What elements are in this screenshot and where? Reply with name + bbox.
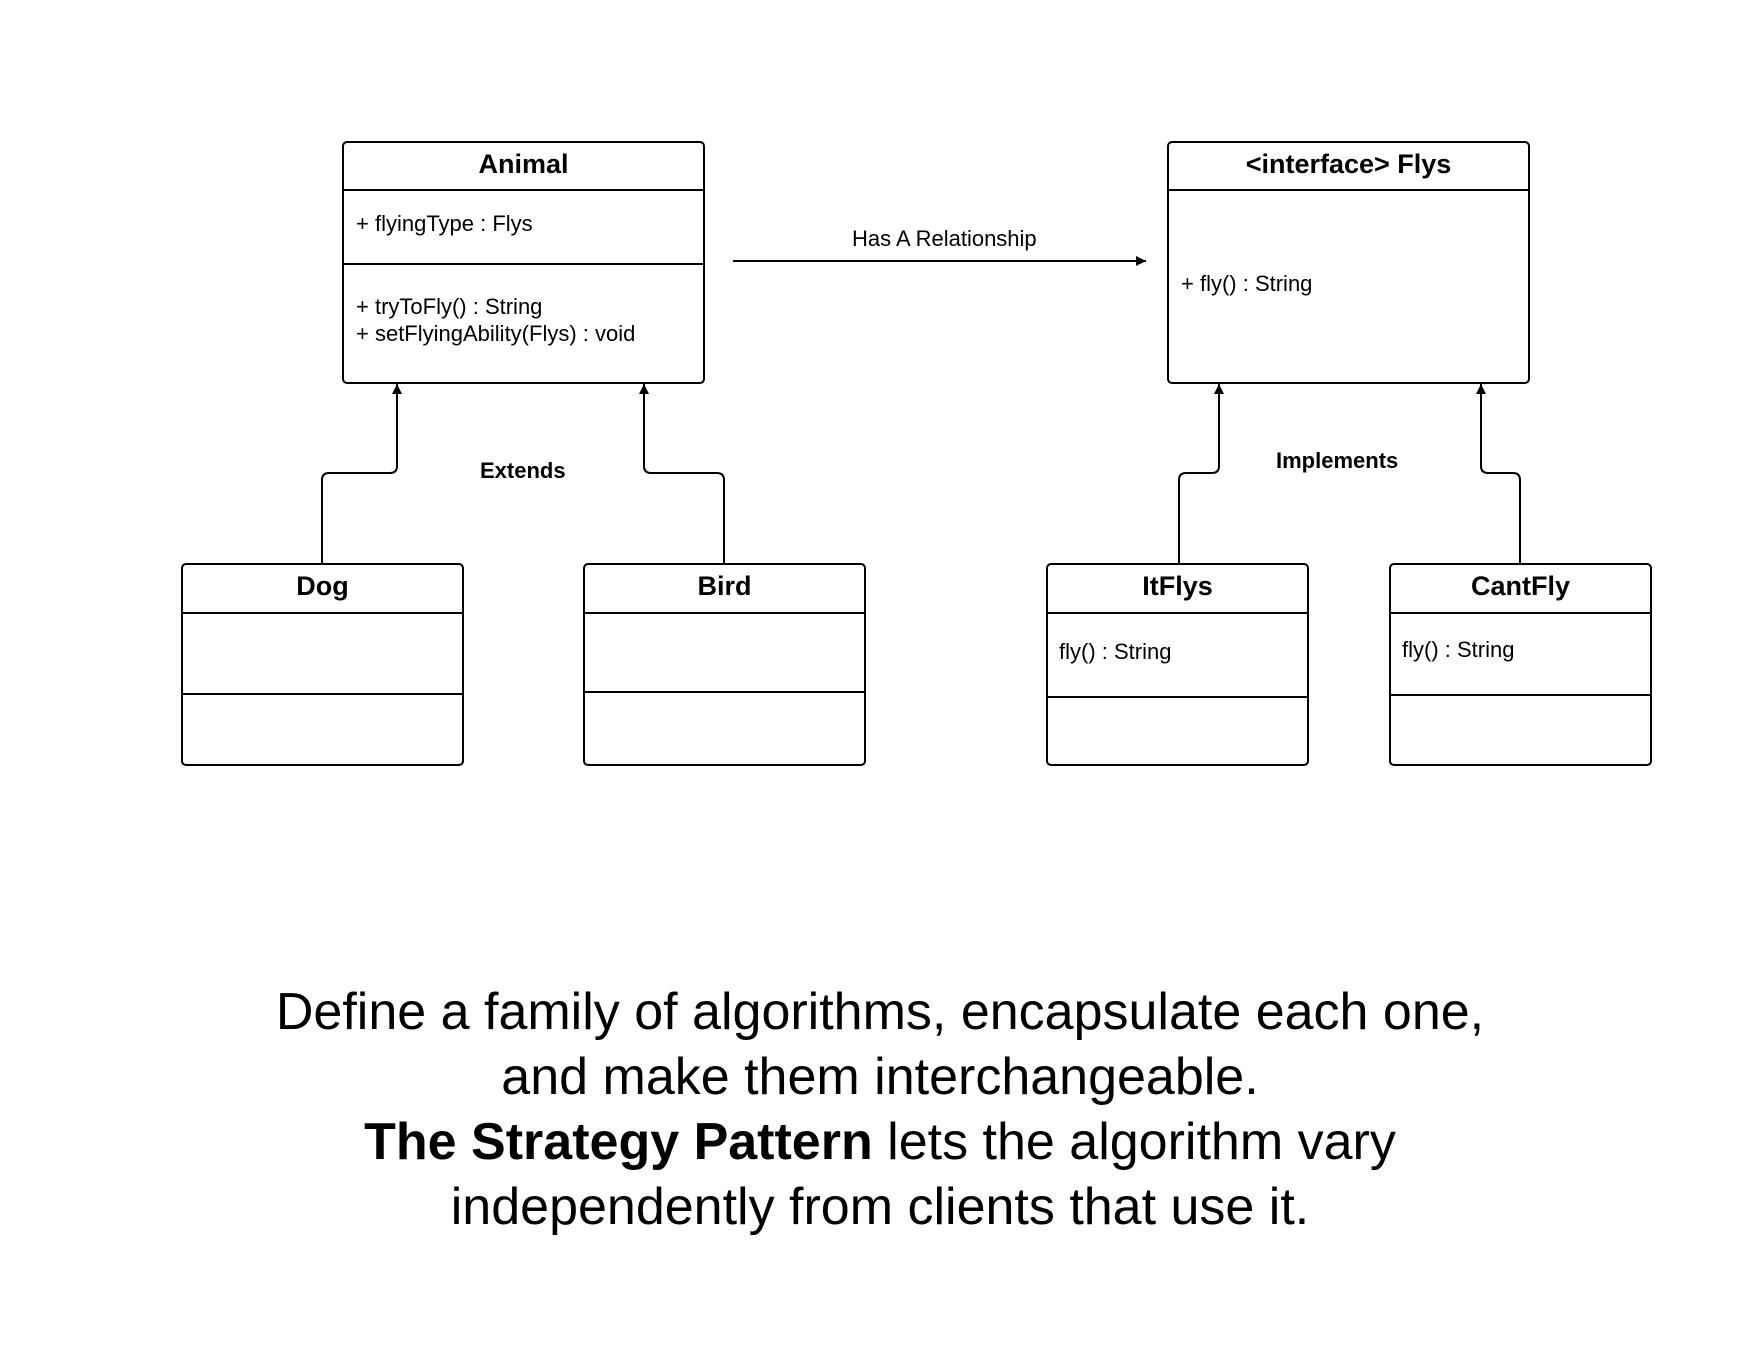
cantfly-class-name: CantFly: [1391, 565, 1650, 614]
dog-extends-arrow: [321, 384, 402, 563]
itflys-class-name: ItFlys: [1048, 565, 1307, 614]
itflys-class-box: ItFlys fly() : String: [1046, 563, 1309, 766]
implements-label: Implements: [1276, 448, 1399, 473]
cantfly-methods: [1391, 696, 1650, 764]
caption-pattern-name: The Strategy Pattern: [364, 1113, 873, 1171]
cantfly-class-box: CantFly fly() : String: [1389, 563, 1652, 766]
dog-methods: [183, 695, 462, 764]
caption-line-1: Define a family of algorithms, encapsula…: [275, 983, 1485, 1041]
has-a-relationship-label: Has A Relationship: [852, 226, 1037, 251]
itflys-attributes: fly() : String: [1048, 614, 1307, 698]
caption-line-2: and make them interchangeable.: [501, 1048, 1259, 1106]
dog-class-name: Dog: [183, 565, 462, 614]
cantfly-method: fly() : String: [1402, 637, 1515, 662]
bird-extends-arrow: [639, 384, 725, 563]
animal-methods: + tryToFly() : String + setFlyingAbility…: [344, 265, 703, 382]
bird-attributes: [585, 614, 864, 693]
strategy-pattern-caption: Define a family of algorithms, encapsula…: [0, 980, 1760, 1240]
caption-line-3: The Strategy Pattern lets the algorithm …: [0, 1110, 1760, 1175]
cantfly-attributes: fly() : String: [1391, 614, 1650, 696]
animal-method: + setFlyingAbility(Flys) : void: [356, 321, 636, 346]
caption-line-3-rest: lets the algorithm vary: [872, 1113, 1396, 1171]
bird-class-box: Bird: [583, 563, 866, 766]
animal-attributes: + flyingType : Flys: [344, 191, 703, 265]
flys-interface-name: <interface> Flys: [1169, 143, 1528, 191]
bird-class-name: Bird: [585, 565, 864, 614]
cantfly-implements-arrow: [1476, 384, 1521, 563]
bird-methods: [585, 693, 864, 764]
itflys-methods: [1048, 698, 1307, 764]
animal-class-box: Animal + flyingType : Flys + tryToFly() …: [342, 141, 705, 384]
animal-attribute: + flyingType : Flys: [356, 211, 533, 236]
animal-class-name: Animal: [344, 143, 703, 191]
caption-line-4: independently from clients that use it.: [450, 1178, 1310, 1236]
flys-method: + fly() : String: [1181, 271, 1313, 296]
itflys-implements-arrow: [1178, 384, 1224, 563]
dog-class-box: Dog: [181, 563, 464, 766]
itflys-method: fly() : String: [1059, 639, 1172, 664]
extends-label: Extends: [480, 458, 566, 483]
animal-method: + tryToFly() : String: [356, 294, 543, 319]
dog-attributes: [183, 614, 462, 695]
flys-methods: + fly() : String: [1169, 191, 1528, 382]
flys-interface-box: <interface> Flys + fly() : String: [1167, 141, 1530, 384]
